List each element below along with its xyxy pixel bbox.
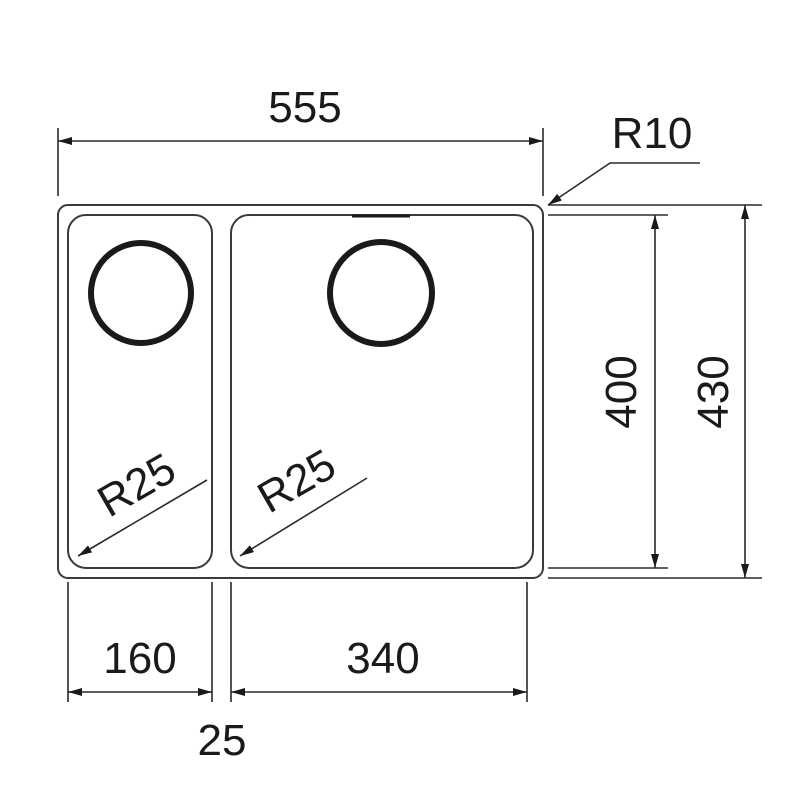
left-bowl-width-label: 160 <box>103 634 176 683</box>
overall-width-label: 555 <box>268 83 341 132</box>
right-drain <box>327 239 435 347</box>
dimension-corner-radius: R10 <box>547 109 700 206</box>
dimension-divider-width: 25 <box>198 716 247 765</box>
dimension-right-bowl-width: 340 <box>231 634 527 696</box>
sink-outer-outline <box>57 204 544 579</box>
left-bowl-radius-label: R25 <box>90 444 184 527</box>
dimension-right-bowl-radius: R25 <box>239 440 368 557</box>
dimension-left-bowl-radius: R25 <box>77 444 208 557</box>
left-bowl-outline <box>67 214 213 569</box>
left-drain <box>88 240 194 346</box>
dimension-left-bowl-width: 160 <box>68 634 212 696</box>
corner-radius-label: R10 <box>612 109 693 158</box>
right-bowl-width-label: 340 <box>346 634 419 683</box>
dimension-bowl-depth: 400 <box>548 214 668 569</box>
bottom-extension-lines <box>67 582 528 702</box>
overall-depth-label: 430 <box>689 355 738 428</box>
divider-width-label: 25 <box>198 716 247 765</box>
bowl-depth-label: 400 <box>597 355 646 428</box>
dimension-overall-width: 555 <box>57 83 544 196</box>
dimension-overall-depth: 430 <box>548 204 762 579</box>
right-bowl-radius-label: R25 <box>250 440 344 523</box>
